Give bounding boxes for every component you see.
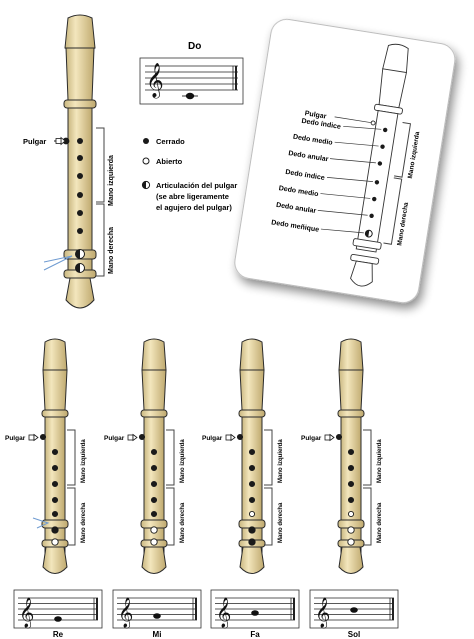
note-head <box>185 92 195 100</box>
finger-hole-6 <box>248 526 256 534</box>
finger-hole-5 <box>347 510 355 518</box>
finger-hole-6 <box>51 526 59 534</box>
note-label-re: Re <box>53 630 64 639</box>
staff-sol: 𝄞 Sol <box>309 589 399 639</box>
finger-hole-7 <box>248 538 256 546</box>
legend-closed: Cerrado <box>156 137 185 146</box>
thumb-label: Pulgar <box>301 435 322 442</box>
finger-hole-4 <box>248 496 256 504</box>
finger-hole-7 <box>51 538 59 546</box>
main-right-hand-label: Mano derecha <box>108 227 115 274</box>
finger-hole-3 <box>347 480 355 488</box>
finger-hole-2 <box>347 464 355 472</box>
thumb-label: Pulgar <box>104 435 125 442</box>
thumb-hole <box>62 137 70 145</box>
open-hole-icon <box>142 157 150 165</box>
finger-hole-1 <box>51 448 59 456</box>
finger-hole-2 <box>248 464 256 472</box>
staff-fa: 𝄞 Fa <box>210 589 300 639</box>
thumb-hole <box>335 433 343 441</box>
card-label-thumb: Pulgar <box>304 110 327 120</box>
note-head <box>350 607 358 613</box>
thumb-label: Pulgar <box>202 435 223 442</box>
finger-hole-3 <box>150 480 158 488</box>
legend <box>141 138 151 190</box>
do-note-title: Do <box>188 41 201 52</box>
main-recorder <box>43 14 105 309</box>
note-head <box>54 616 62 622</box>
note-label-mi: Mi <box>153 630 162 639</box>
finger-hole-6 <box>150 526 158 534</box>
finger-hole-5 <box>248 510 256 518</box>
staff-mi: 𝄞 Mi <box>112 589 202 639</box>
finger-hole-5 <box>51 510 59 518</box>
finger-hole-7 <box>150 538 158 546</box>
right-hand-label: Mano derecha <box>81 502 87 543</box>
legend-open: Abierto <box>156 157 183 166</box>
finger-hole-2 <box>51 464 59 472</box>
treble-clef-icon: 𝄞 <box>19 597 34 629</box>
finger-hole-4 <box>347 496 355 504</box>
left-hand-label: Mano izquierda <box>180 439 186 483</box>
treble-clef-icon: 𝄞 <box>216 597 231 629</box>
finger-hole-1 <box>248 448 256 456</box>
finger-hole-2 <box>150 464 158 472</box>
right-hand-label: Mano derecha <box>180 502 186 543</box>
main-thumb-label: Pulgar <box>23 137 46 146</box>
finger-card: Pulgar Dedo índice Dedo medio Dedo anula… <box>234 18 456 304</box>
thumb-hole <box>236 433 244 441</box>
left-hand-label: Mano izquierda <box>81 439 87 483</box>
note-label-fa: Fa <box>250 630 260 639</box>
staff-re: 𝄞 Re <box>13 589 103 639</box>
right-hand-label: Mano derecha <box>377 502 383 543</box>
left-hand-label: Mano izquierda <box>377 439 383 483</box>
finger-hole-4 <box>51 496 59 504</box>
finger-hole-7 <box>347 538 355 546</box>
note-head <box>251 610 259 616</box>
do-staff: 𝄞 <box>139 57 244 105</box>
thumb-hole <box>39 433 47 441</box>
left-hand-label: Mano izquierda <box>278 439 284 483</box>
closed-hole-icon <box>143 138 149 144</box>
finger-hole-6 <box>347 526 355 534</box>
finger-hole-1 <box>347 448 355 456</box>
legend-thumb-1: Articulación del pulgar <box>156 181 237 190</box>
finger-hole-3 <box>248 480 256 488</box>
note-label-sol: Sol <box>348 630 360 639</box>
note-head <box>153 613 161 619</box>
main-left-hand-label: Mano izquierda <box>108 155 115 206</box>
finger-hole-4 <box>150 496 158 504</box>
legend-thumb-3: el agujero del pulgar) <box>156 203 232 212</box>
thumb-hole <box>138 433 146 441</box>
treble-clef-icon: 𝄞 <box>146 63 164 99</box>
legend-thumb-2: (se abre ligeramente <box>156 192 229 201</box>
right-hand-label: Mano derecha <box>278 502 284 543</box>
finger-hole-3 <box>51 480 59 488</box>
finger-hole-1 <box>150 448 158 456</box>
thumb-label: Pulgar <box>5 435 26 442</box>
finger-hole-5 <box>150 510 158 518</box>
treble-clef-icon: 𝄞 <box>315 597 330 629</box>
treble-clef-icon: 𝄞 <box>118 597 133 629</box>
